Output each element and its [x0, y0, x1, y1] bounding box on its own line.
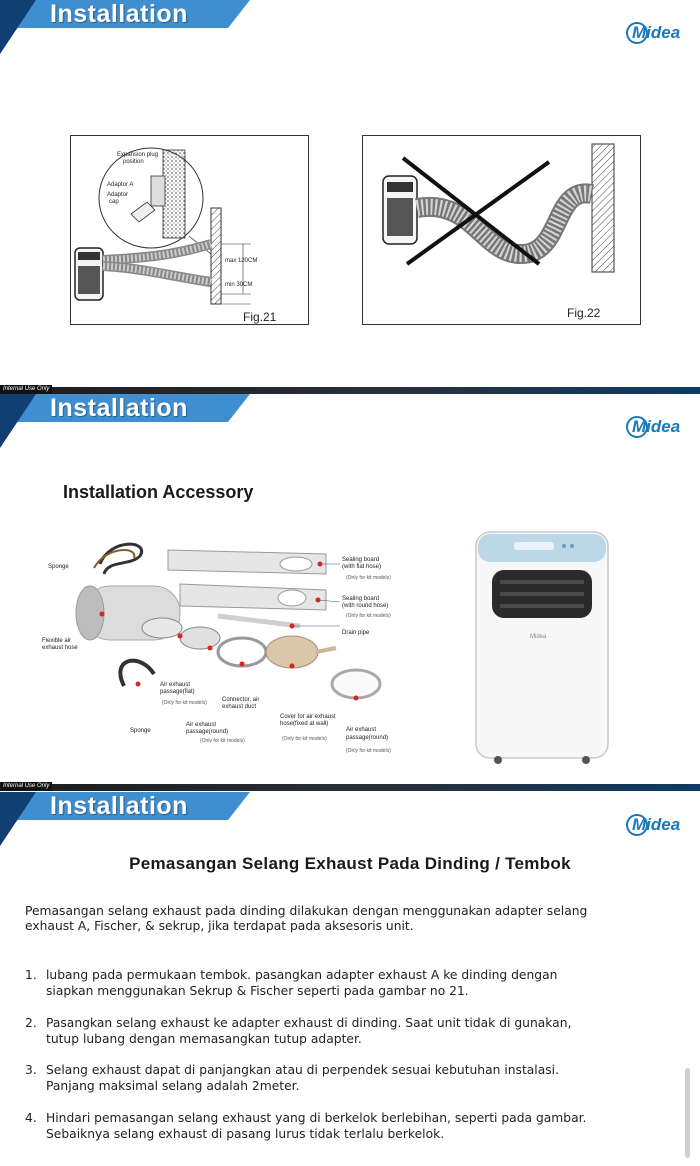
label-cover-2: hose(fixed at wall): [280, 721, 329, 727]
label-sealing-flat-note: (Only for kit models): [346, 575, 391, 581]
figure-caption: Fig.22: [567, 306, 601, 320]
figure-21: Expansion plug position Adaptor A Adapto…: [70, 135, 309, 325]
list-number: 3.: [25, 1063, 37, 1077]
banner-title: Installation: [50, 792, 188, 820]
slide-separator: [0, 784, 700, 791]
logo-circle-icon: [626, 22, 648, 44]
intro-line: Pemasangan selang exhaust pada dinding d…: [25, 904, 588, 918]
label-connector-2: exhaust duct: [222, 704, 257, 710]
label-sealing-flat-2: (with flat hose): [342, 564, 382, 570]
slide-separator: [0, 387, 700, 394]
list-number: 2.: [25, 1016, 37, 1030]
label-sealing-flat: Sealing board: [342, 557, 380, 563]
label-flexible-2: exhaust hose: [42, 645, 78, 651]
logo-text: Midea: [632, 23, 681, 42]
banner-title: Installation: [50, 0, 188, 28]
slide-installation-figures: Installation Midea: [0, 0, 700, 388]
label-adaptor: Adaptor: [107, 192, 129, 198]
label-passage-round-b-1: Air exhaust: [346, 727, 377, 733]
internal-use-tag: Internal Use Only: [0, 782, 53, 791]
label-cap: cap: [109, 199, 119, 205]
logo-text: Midea: [632, 417, 681, 436]
logo-circle-icon: [626, 416, 648, 438]
section-banner: Installation: [0, 792, 260, 848]
section-banner: Installation: [0, 0, 260, 56]
logo-text: Midea: [632, 815, 681, 834]
label-sealing-round: Sealing board: [342, 596, 380, 602]
list-line: Hindari pemasangan selang exhaust yang d…: [46, 1111, 587, 1125]
intro-paragraph: Pemasangan selang exhaust pada dinding d…: [25, 904, 665, 934]
banner-shape: [0, 0, 250, 54]
label-passage-round-2: passage(round): [186, 729, 229, 735]
label-passage-flat-2: passage(flat): [160, 689, 195, 695]
label-drain: Drain pipe: [342, 630, 370, 636]
list-line: tutup lubang dengan memasangkan tutup ad…: [46, 1032, 362, 1046]
banner-title: Installation: [50, 394, 188, 422]
label-sealing-round-note: (Only for kit models): [346, 613, 391, 619]
list-number: 4.: [25, 1111, 37, 1125]
midea-logo: Midea: [626, 416, 690, 442]
list-line: Pasangkan selang exhaust ke adapter exha…: [46, 1016, 572, 1030]
section-banner: Installation: [0, 394, 260, 450]
wall-hose-diagram: [74, 147, 251, 305]
label-max: max 120CM: [225, 258, 258, 264]
accessory-heading: Installation Accessory: [63, 482, 254, 502]
banner-shape: [0, 394, 250, 448]
figure-caption: Fig.21: [243, 310, 277, 324]
section-title: Pemasangan Selang Exhaust Pada Dinding /…: [129, 854, 571, 873]
label-expansion-2: position: [123, 159, 144, 165]
list-line: Panjang maksimal selang adalah 2meter.: [46, 1079, 300, 1093]
intro-line: exhaust A, Fischer, & sekrup, jika terda…: [25, 919, 414, 933]
figure-22: Fig.22: [362, 135, 641, 325]
midea-logo: Midea: [626, 814, 690, 840]
label-expansion: Expansion plug: [117, 152, 159, 158]
label-passage-flat-note: (Only for kit models): [162, 700, 207, 706]
label-passage-round-b-note: (Only for kit models): [346, 748, 391, 754]
label-passage-round-b-2: passage(round): [346, 735, 389, 741]
wrong-hose-diagram: [382, 143, 615, 273]
label-min: min 30CM: [225, 282, 253, 288]
label-cover-note: (Only for kit models): [282, 736, 327, 742]
label-sponge-bottom: Sponge: [130, 728, 151, 734]
label-connector-1: Connector, air: [222, 697, 260, 703]
internal-use-tag: Internal Use Only: [0, 385, 53, 394]
slide-installation-text: Installation Midea Pemasangan Selang Exh…: [0, 792, 700, 1166]
list-line: siapkan menggunakan Sekrup & Fischer sep…: [46, 984, 469, 998]
label-sponge-top: Sponge: [48, 564, 69, 570]
label-passage-flat-1: Air exhaust: [160, 682, 191, 688]
list-number: 1.: [25, 968, 37, 982]
midea-logo: Midea: [626, 22, 690, 48]
list-line: lubang pada permukaan tembok. pasangkan …: [46, 968, 558, 982]
logo-circle-icon: [626, 814, 648, 836]
label-sealing-round-2: (with round hose): [342, 603, 389, 609]
scrollbar-thumb[interactable]: [685, 1068, 690, 1158]
slide-installation-accessory: Installation Midea Installation Accessor…: [0, 394, 700, 782]
list-line: Selang exhaust dapat di panjangkan atau …: [46, 1063, 559, 1077]
list-line: Sebaiknya selang exhaust di pasang lurus…: [46, 1127, 445, 1141]
banner-shape: [0, 792, 250, 846]
label-passage-round-1: Air exhaust: [186, 722, 217, 728]
label-cover-1: Cover for air exhaust: [280, 714, 336, 720]
accessory-illustration: [75, 542, 382, 701]
unit-brand: Midea: [530, 634, 547, 640]
label-passage-round-note: (Only for kit models): [200, 738, 245, 744]
label-flexible-1: Flexible air: [42, 638, 72, 644]
portable-ac-unit: [475, 531, 609, 764]
label-adaptor-a: Adaptor A: [107, 182, 134, 188]
